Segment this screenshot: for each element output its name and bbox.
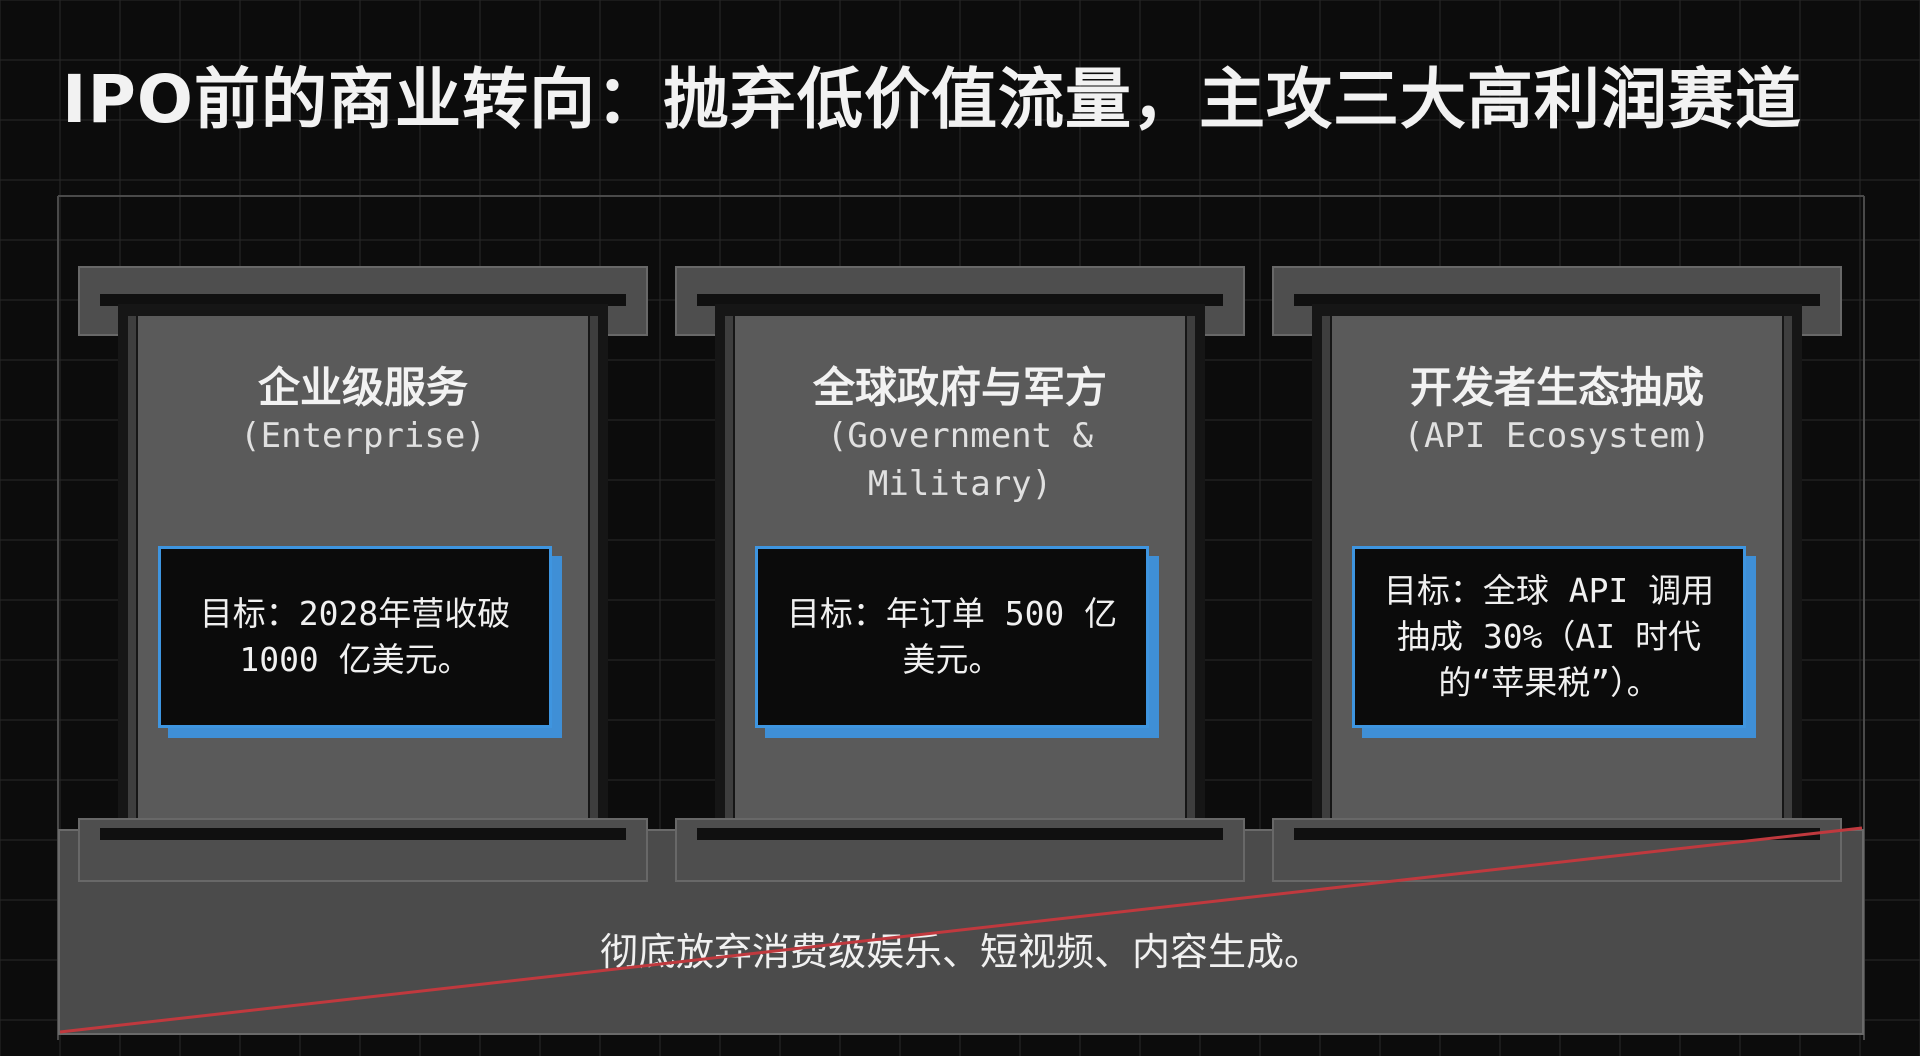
pillar-api-ecosystem: 开发者生态抽成 (API Ecosystem) 目标：全球 API 调用抽成 3…: [1272, 266, 1842, 882]
goal-box: 目标：2028年营收破 1000 亿美元。: [158, 546, 552, 728]
foundation-text: 彻底放弃消费级娱乐、短视频、内容生成。: [599, 930, 1322, 974]
pillar-plinth: [675, 818, 1245, 882]
pillar-subtitle: (Enterprise): [240, 416, 486, 456]
pillar-title: 企业级服务: [257, 363, 468, 412]
pillar-plinth: [78, 818, 648, 882]
pillar-enterprise: 企业级服务 (Enterprise) 目标：2028年营收破 1000 亿美元。: [78, 266, 648, 882]
pillar-plinth: [1272, 818, 1842, 882]
goal-box: 目标：全球 API 调用抽成 30%（AI 时代的“苹果税”）。: [1352, 546, 1746, 728]
goal-box: 目标：年订单 500 亿美元。: [755, 546, 1149, 728]
pillar-government: 全球政府与军方 (Government & Military) 目标：年订单 5…: [675, 266, 1245, 882]
pillar-subtitle: (API Ecosystem): [1403, 416, 1711, 456]
pillar-title: 开发者生态抽成: [1409, 363, 1704, 412]
pillar-subtitle: (Government & Military): [826, 416, 1094, 504]
pillar-title: 全球政府与军方: [812, 363, 1107, 412]
slide-title: IPO前的商业转向：抛弃低价值流量，主攻三大高利润赛道: [62, 61, 1803, 138]
